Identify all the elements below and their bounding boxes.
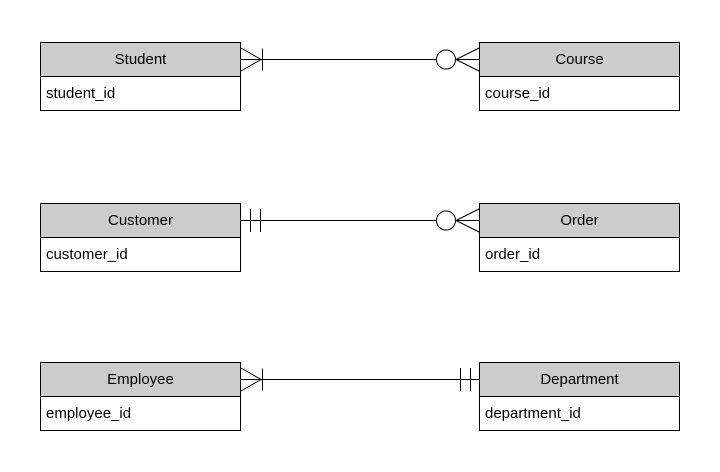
entity-title: Department <box>480 363 679 397</box>
zero-circle-icon <box>436 49 456 70</box>
crow-foot-icon <box>240 47 263 72</box>
crow-foot-icon <box>454 208 480 233</box>
entity-title: Course <box>480 43 679 77</box>
entity-title: Student <box>41 43 240 77</box>
entity-employee: Employee employee_id <box>40 362 241 431</box>
relationship-student-course <box>240 47 480 72</box>
crow-foot-icon <box>454 47 480 72</box>
entity-title: Employee <box>41 363 240 397</box>
entity-attribute: department_id <box>480 397 679 430</box>
entity-attribute: employee_id <box>41 397 240 430</box>
entity-attribute: customer_id <box>41 238 240 271</box>
entity-attribute: student_id <box>41 77 240 110</box>
entity-customer: Customer customer_id <box>40 203 241 272</box>
entity-course: Course course_id <box>479 42 680 111</box>
relationship-employee-department <box>240 367 479 392</box>
entity-department: Department department_id <box>479 362 680 431</box>
crow-foot-icon <box>240 367 263 392</box>
entity-attribute: course_id <box>480 77 679 110</box>
entity-student: Student student_id <box>40 42 241 111</box>
entity-title: Customer <box>41 204 240 238</box>
entity-order: Order order_id <box>479 203 680 272</box>
relationship-customer-order <box>241 208 480 233</box>
entity-attribute: order_id <box>480 238 679 271</box>
zero-circle-icon <box>436 210 456 231</box>
entity-title: Order <box>480 204 679 238</box>
